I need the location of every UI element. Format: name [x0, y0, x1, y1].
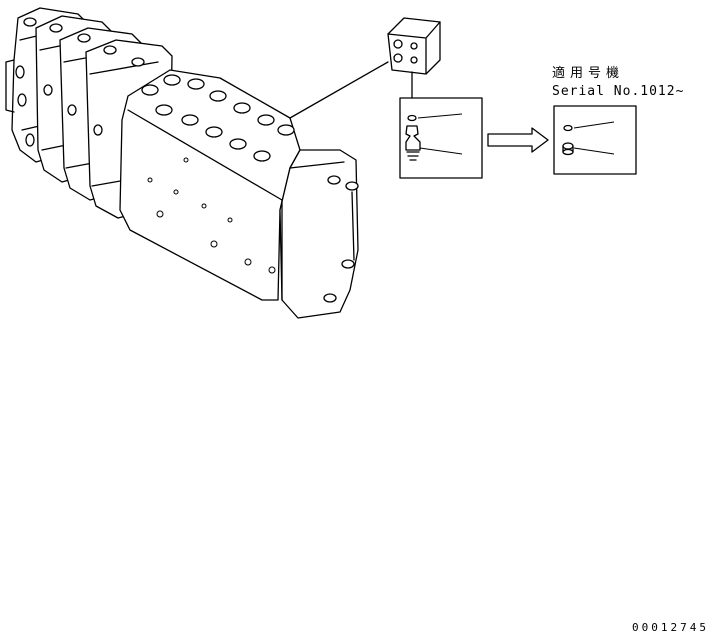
control-valve-assembly: [5, 7, 359, 319]
serial-range-label: Serial No.1012~: [552, 84, 685, 99]
end-cover-details: [323, 175, 359, 303]
detail-box-replacement: [553, 105, 637, 175]
valve-main-block: [119, 69, 359, 319]
rear-section-bosses: [15, 17, 145, 147]
leader-line-valve: [289, 61, 389, 119]
replacement-plug: [562, 124, 574, 156]
valve-block: [387, 17, 441, 75]
arrow-right-icon: [487, 127, 549, 153]
figure-number: 00012745: [632, 621, 709, 634]
applicable-machines-heading: 適用号機: [552, 66, 625, 81]
plug-with-o-ring: [405, 114, 421, 161]
main-block-ports: [147, 157, 276, 274]
main-block-bosses: [141, 74, 295, 162]
detail-box-original: [399, 97, 483, 179]
